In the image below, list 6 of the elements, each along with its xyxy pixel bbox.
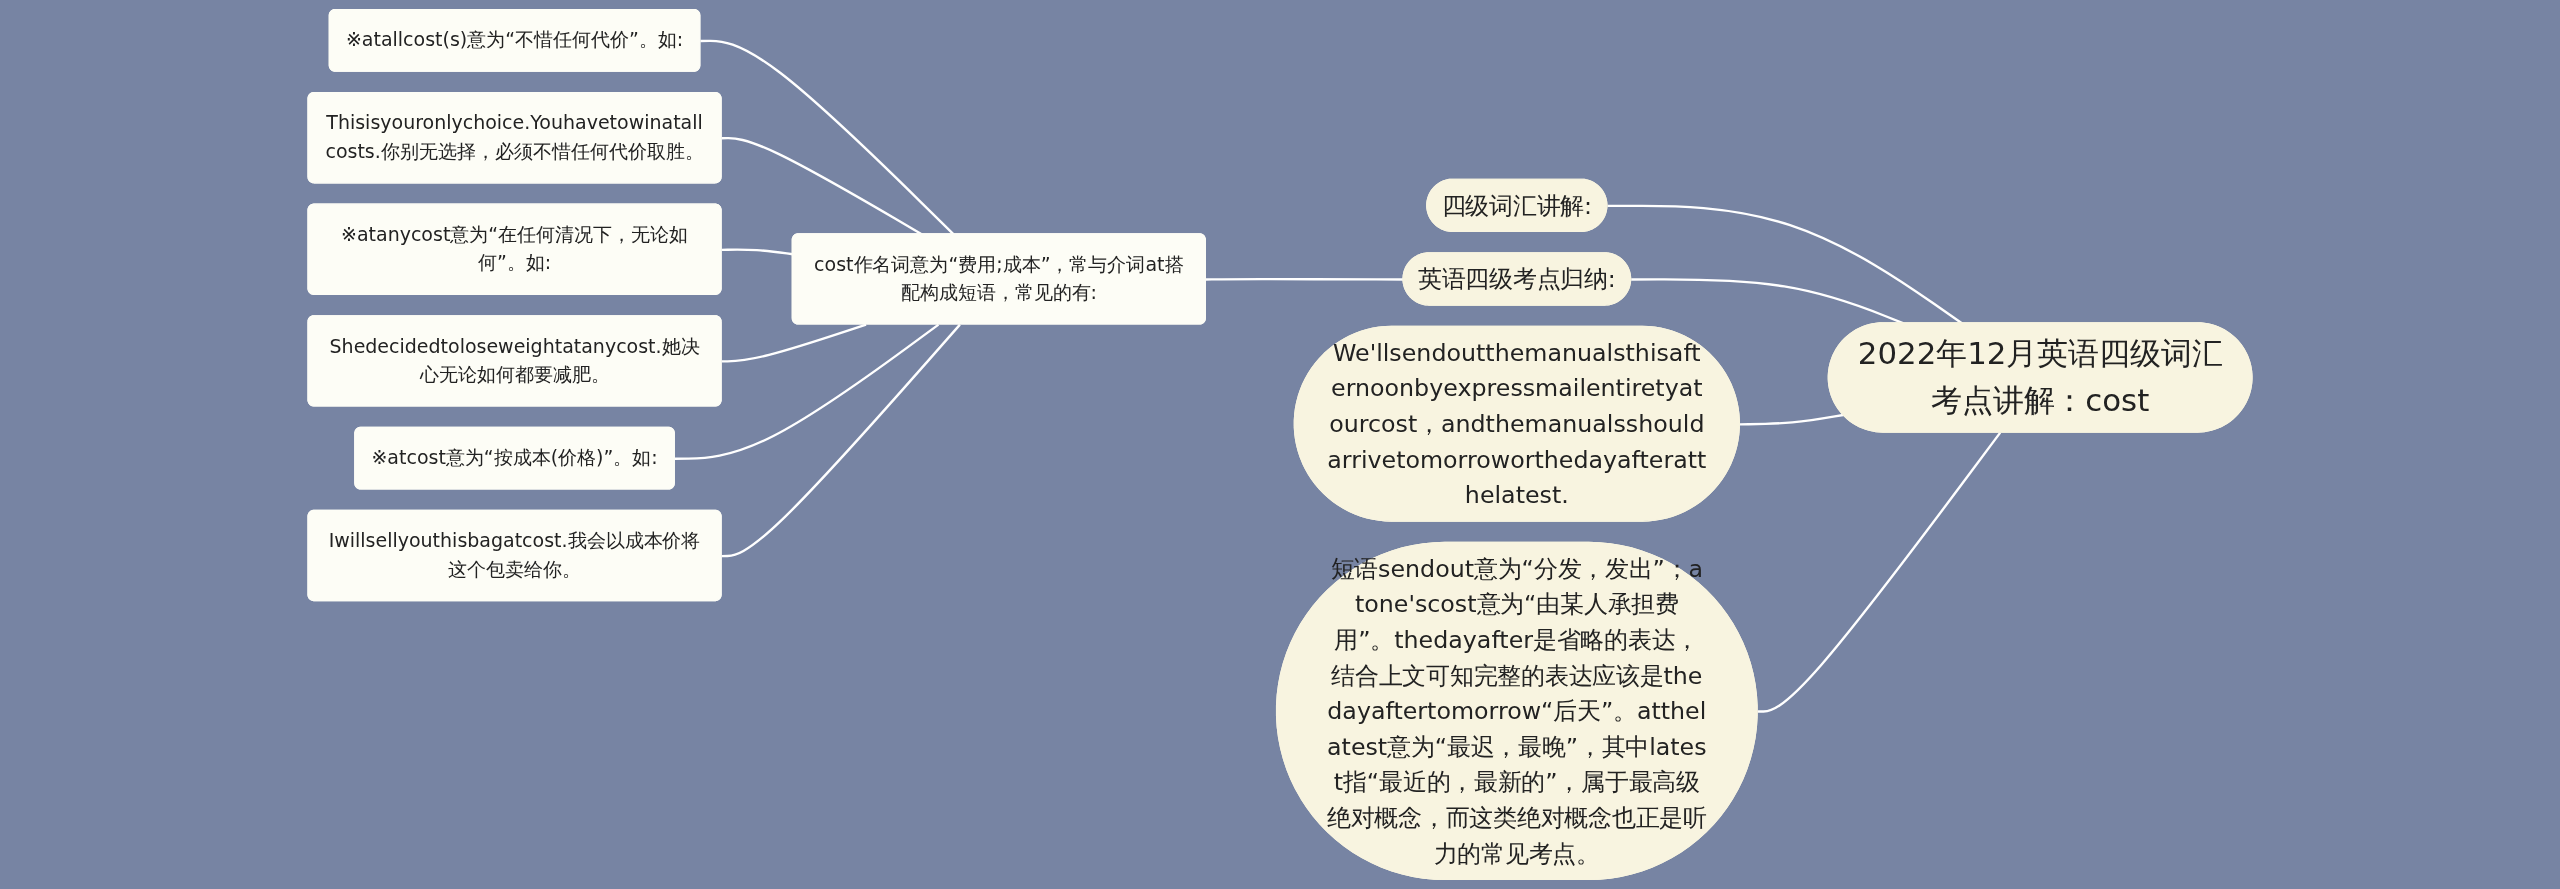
connector bbox=[1757, 431, 2002, 713]
connector bbox=[721, 323, 961, 558]
connector bbox=[1739, 413, 1844, 426]
connector bbox=[1205, 277, 1404, 281]
connector bbox=[674, 323, 940, 460]
connector bbox=[721, 323, 867, 363]
